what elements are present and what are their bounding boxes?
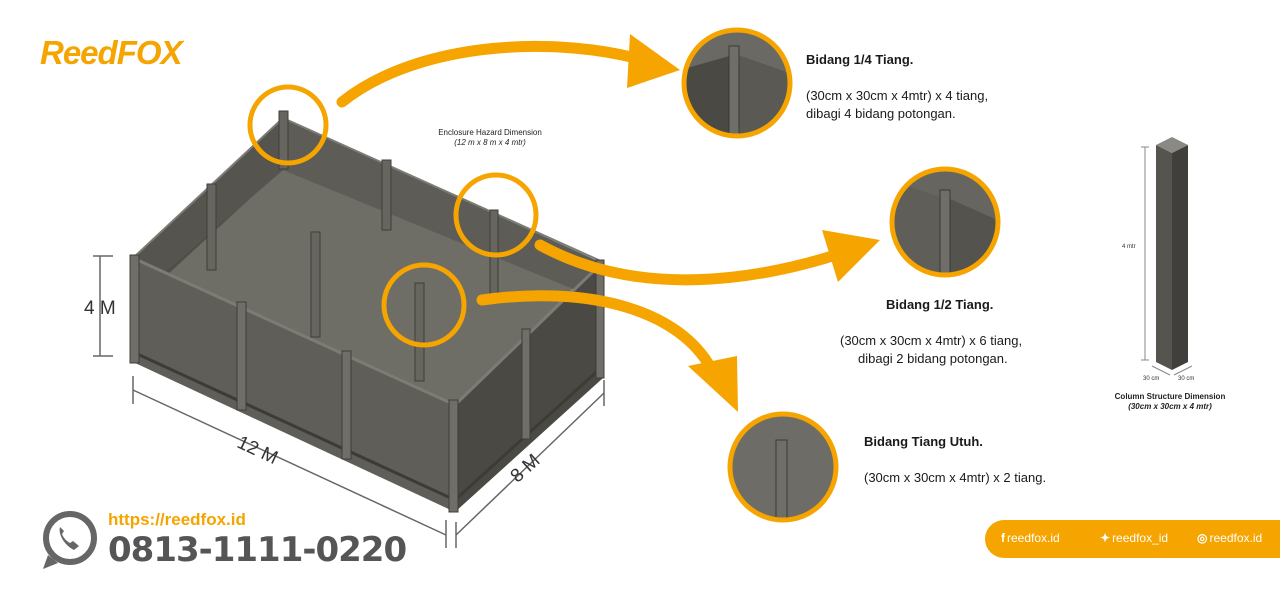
- column-height-label: 4 mtr: [1122, 244, 1136, 250]
- phone-number: 0813-1111-0220: [108, 530, 407, 570]
- enclosure-box: [129, 110, 605, 513]
- social-twitter[interactable]: ✦reedfox_id: [1100, 531, 1169, 545]
- brand-logo: ReedFOX.: [40, 34, 185, 71]
- callout-quarter-spec: (30cm x 30cm x 4mtr) x 4 tiang,: [806, 88, 989, 103]
- highlight-center: [381, 262, 467, 348]
- arrow-to-quarter: [336, 40, 656, 108]
- column-title: Column Structure Dimension: [1114, 392, 1226, 401]
- facebook-icon: f: [1001, 531, 1005, 545]
- column-right-width-label: 30 cm: [1178, 376, 1195, 382]
- highlight-circles: [247, 84, 539, 348]
- highlight-corner: [247, 84, 329, 166]
- callout-half-note: dibagi 2 bidang potongan.: [858, 351, 1008, 366]
- enclosure-subtitle: (12 m x 8 m x 4 mtr): [454, 138, 526, 147]
- arrow-to-half: [534, 239, 851, 286]
- dimension-lines: [93, 255, 605, 548]
- callout-half-title: Bidang 1/2 Tiang.: [886, 297, 994, 312]
- front-left-wall: [133, 258, 455, 512]
- instagram-icon: ◎: [1197, 531, 1208, 545]
- zoom-half-column: [889, 166, 1001, 278]
- column-subtitle: (30cm x 30cm x 4 mtr): [1128, 402, 1212, 411]
- website-link[interactable]: https://reedfox.id: [108, 510, 246, 529]
- callout-quarter-title: Bidang 1/4 Tiang.: [806, 52, 914, 67]
- callout-full-spec: (30cm x 30cm x 4mtr) x 2 tiang.: [864, 470, 1047, 485]
- arrow-to-full: [476, 290, 718, 376]
- zoom-quarter-column: [681, 27, 793, 139]
- column-structure: [1141, 137, 1193, 376]
- highlight-side: [453, 172, 539, 258]
- back-right-wall: [283, 118, 600, 300]
- callout-full-title: Bidang Tiang Utuh.: [864, 434, 983, 449]
- whatsapp-icon: [43, 511, 97, 569]
- enclosure-title: Enclosure Hazard Dimension: [438, 128, 542, 137]
- zoom-full-column: [727, 411, 839, 523]
- twitter-icon: ✦: [1100, 531, 1111, 545]
- callout-quarter-note: dibagi 4 bidang potongan.: [806, 106, 956, 121]
- social-instagram[interactable]: ◎reedfox.id: [1197, 531, 1263, 545]
- callout-half-spec: (30cm x 30cm x 4mtr) x 6 tiang,: [840, 333, 1023, 348]
- height-dimension-label: 4 M: [84, 298, 116, 319]
- column-left-width-label: 30 cm: [1143, 376, 1160, 382]
- arrows: [336, 34, 880, 412]
